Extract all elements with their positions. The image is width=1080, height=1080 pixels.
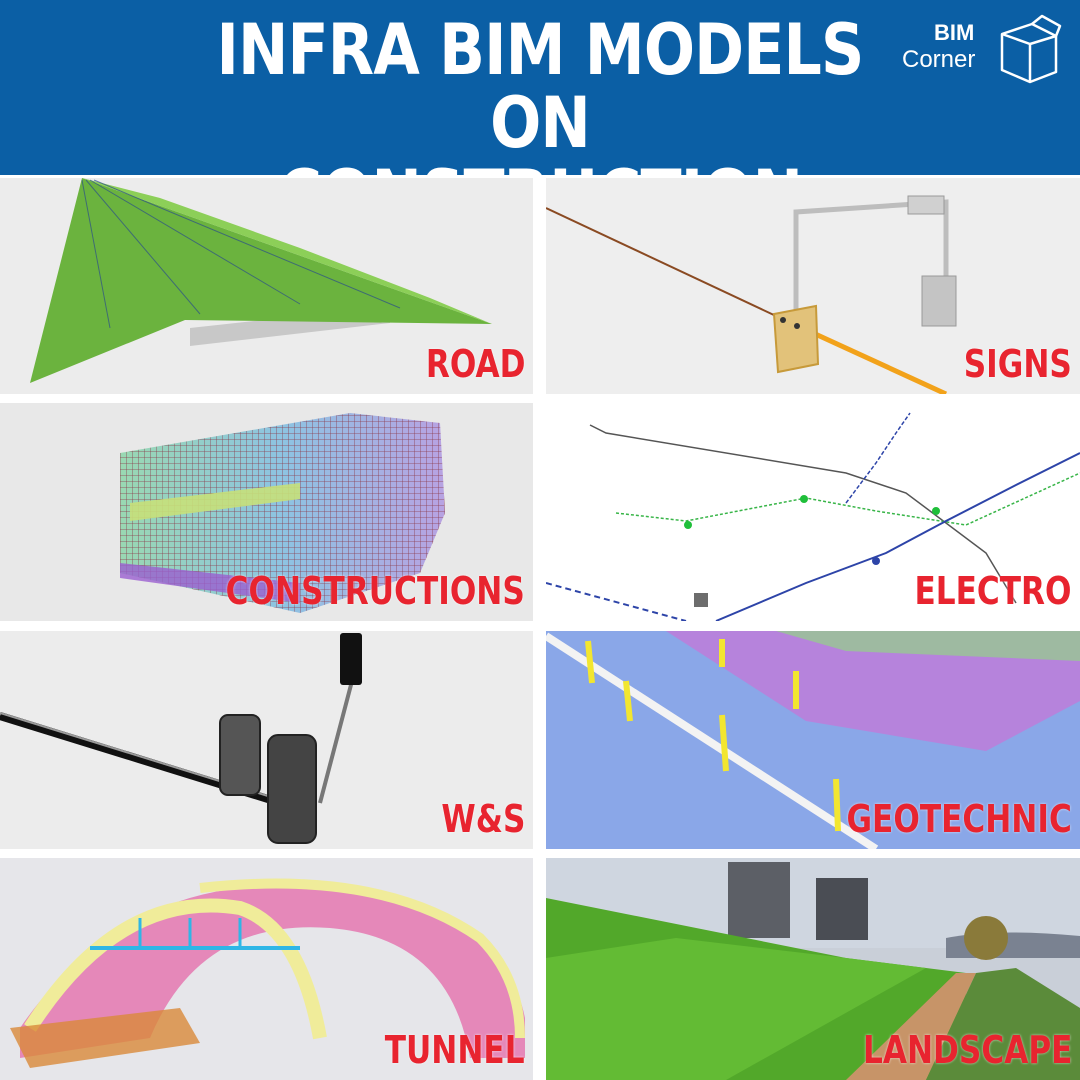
tile-label: SIGNS [963, 342, 1072, 386]
water-sewage-model-image [0, 633, 362, 844]
tile-geotechnic[interactable]: GEOTECHNIC [546, 631, 1080, 849]
box-logo-icon [1000, 14, 1062, 84]
signs-model-image [546, 195, 957, 394]
bim-corner-logo[interactable]: BIM Corner [898, 14, 1073, 86]
electro-model-image [546, 412, 1080, 621]
header-banner: INFRA BIM MODELS ON CONSTRUCTION SITE BI… [0, 0, 1080, 306]
landscape-model-image [546, 858, 1080, 1080]
tile-constructions[interactable]: CONSTRUCTIONS [0, 403, 533, 621]
title-line-1: INFRA BIM MODELS ON [216, 9, 864, 164]
tile-label: W&S [441, 797, 525, 841]
tile-water-sewage[interactable]: W&S [0, 631, 533, 849]
geotechnic-model-image [546, 631, 1080, 849]
tile-tunnel[interactable]: TUNNEL [0, 858, 533, 1080]
tile-landscape[interactable]: LANDSCAPE [546, 858, 1080, 1080]
tile-label: ROAD [425, 342, 525, 386]
tunnel-model-image [10, 878, 525, 1068]
tile-road[interactable]: ROAD [0, 178, 533, 394]
tile-label: GEOTECHNIC [846, 797, 1072, 841]
logo-text-corner: Corner [902, 46, 976, 73]
road-model-image [30, 178, 492, 383]
tile-label: ELECTRO [914, 569, 1072, 613]
constructions-model-image [120, 413, 445, 613]
tile-label: CONSTRUCTIONS [225, 569, 525, 613]
tile-electro[interactable]: ELECTRO [546, 403, 1080, 621]
tile-label: LANDSCAPE [862, 1028, 1072, 1072]
logo-text-bim: BIM [934, 20, 975, 45]
tile-signs[interactable]: SIGNS [546, 178, 1080, 394]
tile-label: TUNNEL [385, 1028, 525, 1072]
